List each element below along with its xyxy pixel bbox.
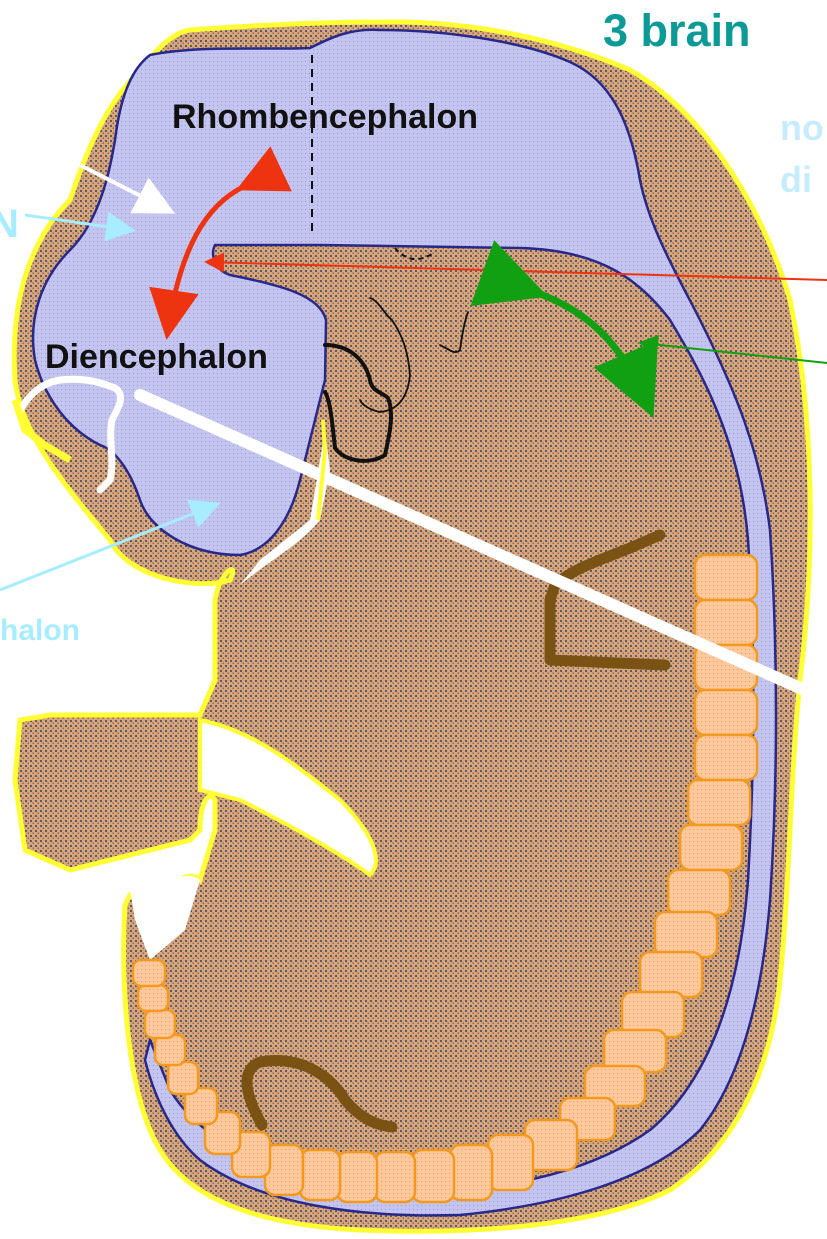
cut-label-left-letter: N [0,202,19,246]
cut-label-right-line2: di [780,159,812,200]
diencephalon-label: Diencephalon [45,338,268,376]
rhombencephalon-label: Rhombencephalon [172,98,478,136]
cut-label-bottom-left: halon [0,614,80,647]
cut-label-right-line1: no [780,107,824,148]
title-text: 3 brain [603,5,751,56]
